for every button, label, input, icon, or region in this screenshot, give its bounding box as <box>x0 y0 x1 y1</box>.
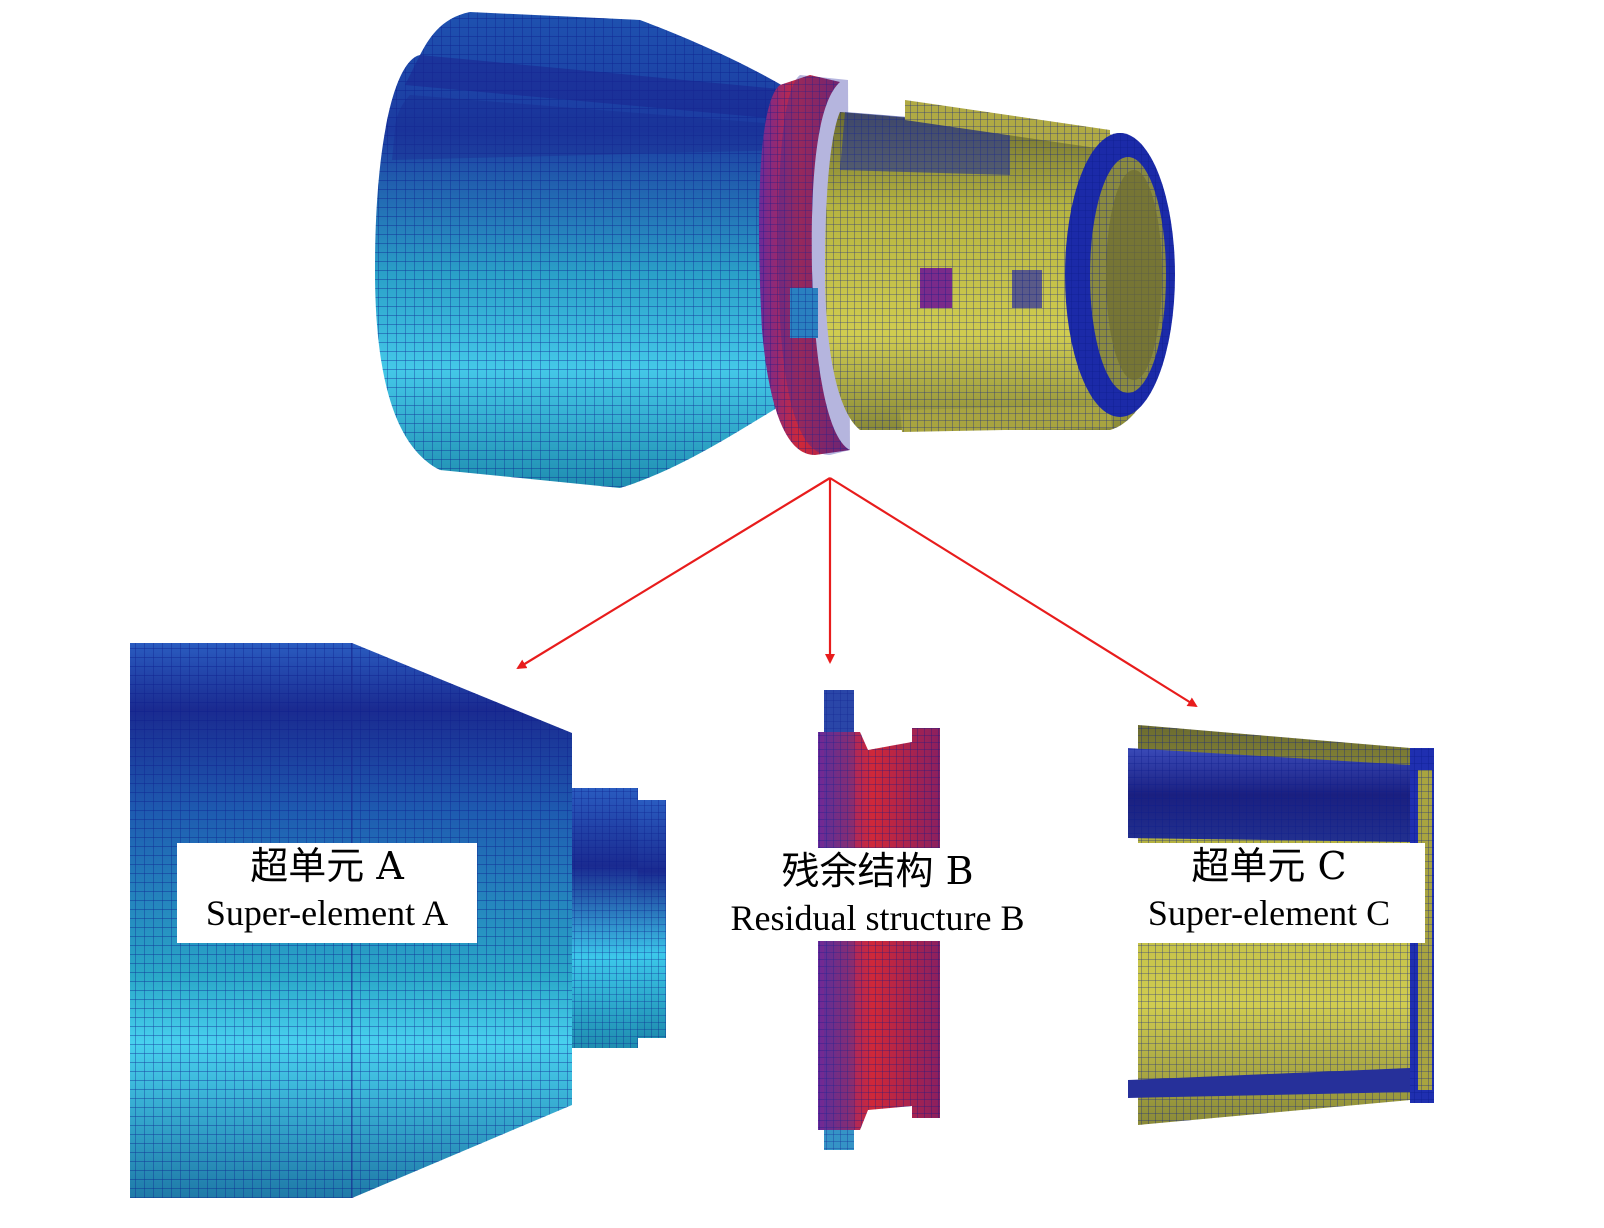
connector-arrows <box>516 477 1198 708</box>
label-b-chinese: 残余结构 B <box>775 848 980 896</box>
label-c-english: Super-element C <box>1147 892 1391 933</box>
label-c-chinese: 超单元 C <box>1191 844 1347 888</box>
arrow-to-c <box>829 477 1198 708</box>
label-a-english: Super-element A <box>205 892 449 933</box>
label-a-chinese: 超单元 A <box>250 844 404 888</box>
full-assembly-model <box>375 12 1175 488</box>
label-b-english: Residual structure B <box>724 895 1031 941</box>
label-super-element-a: 超单元 A Super-element A <box>177 843 477 943</box>
label-residual-structure-b: 残余结构 B Residual structure B <box>700 848 1055 948</box>
arrow-to-a <box>516 477 831 670</box>
label-super-element-c: 超单元 C Super-element C <box>1113 843 1425 943</box>
super-element-c-model <box>1128 725 1434 1125</box>
